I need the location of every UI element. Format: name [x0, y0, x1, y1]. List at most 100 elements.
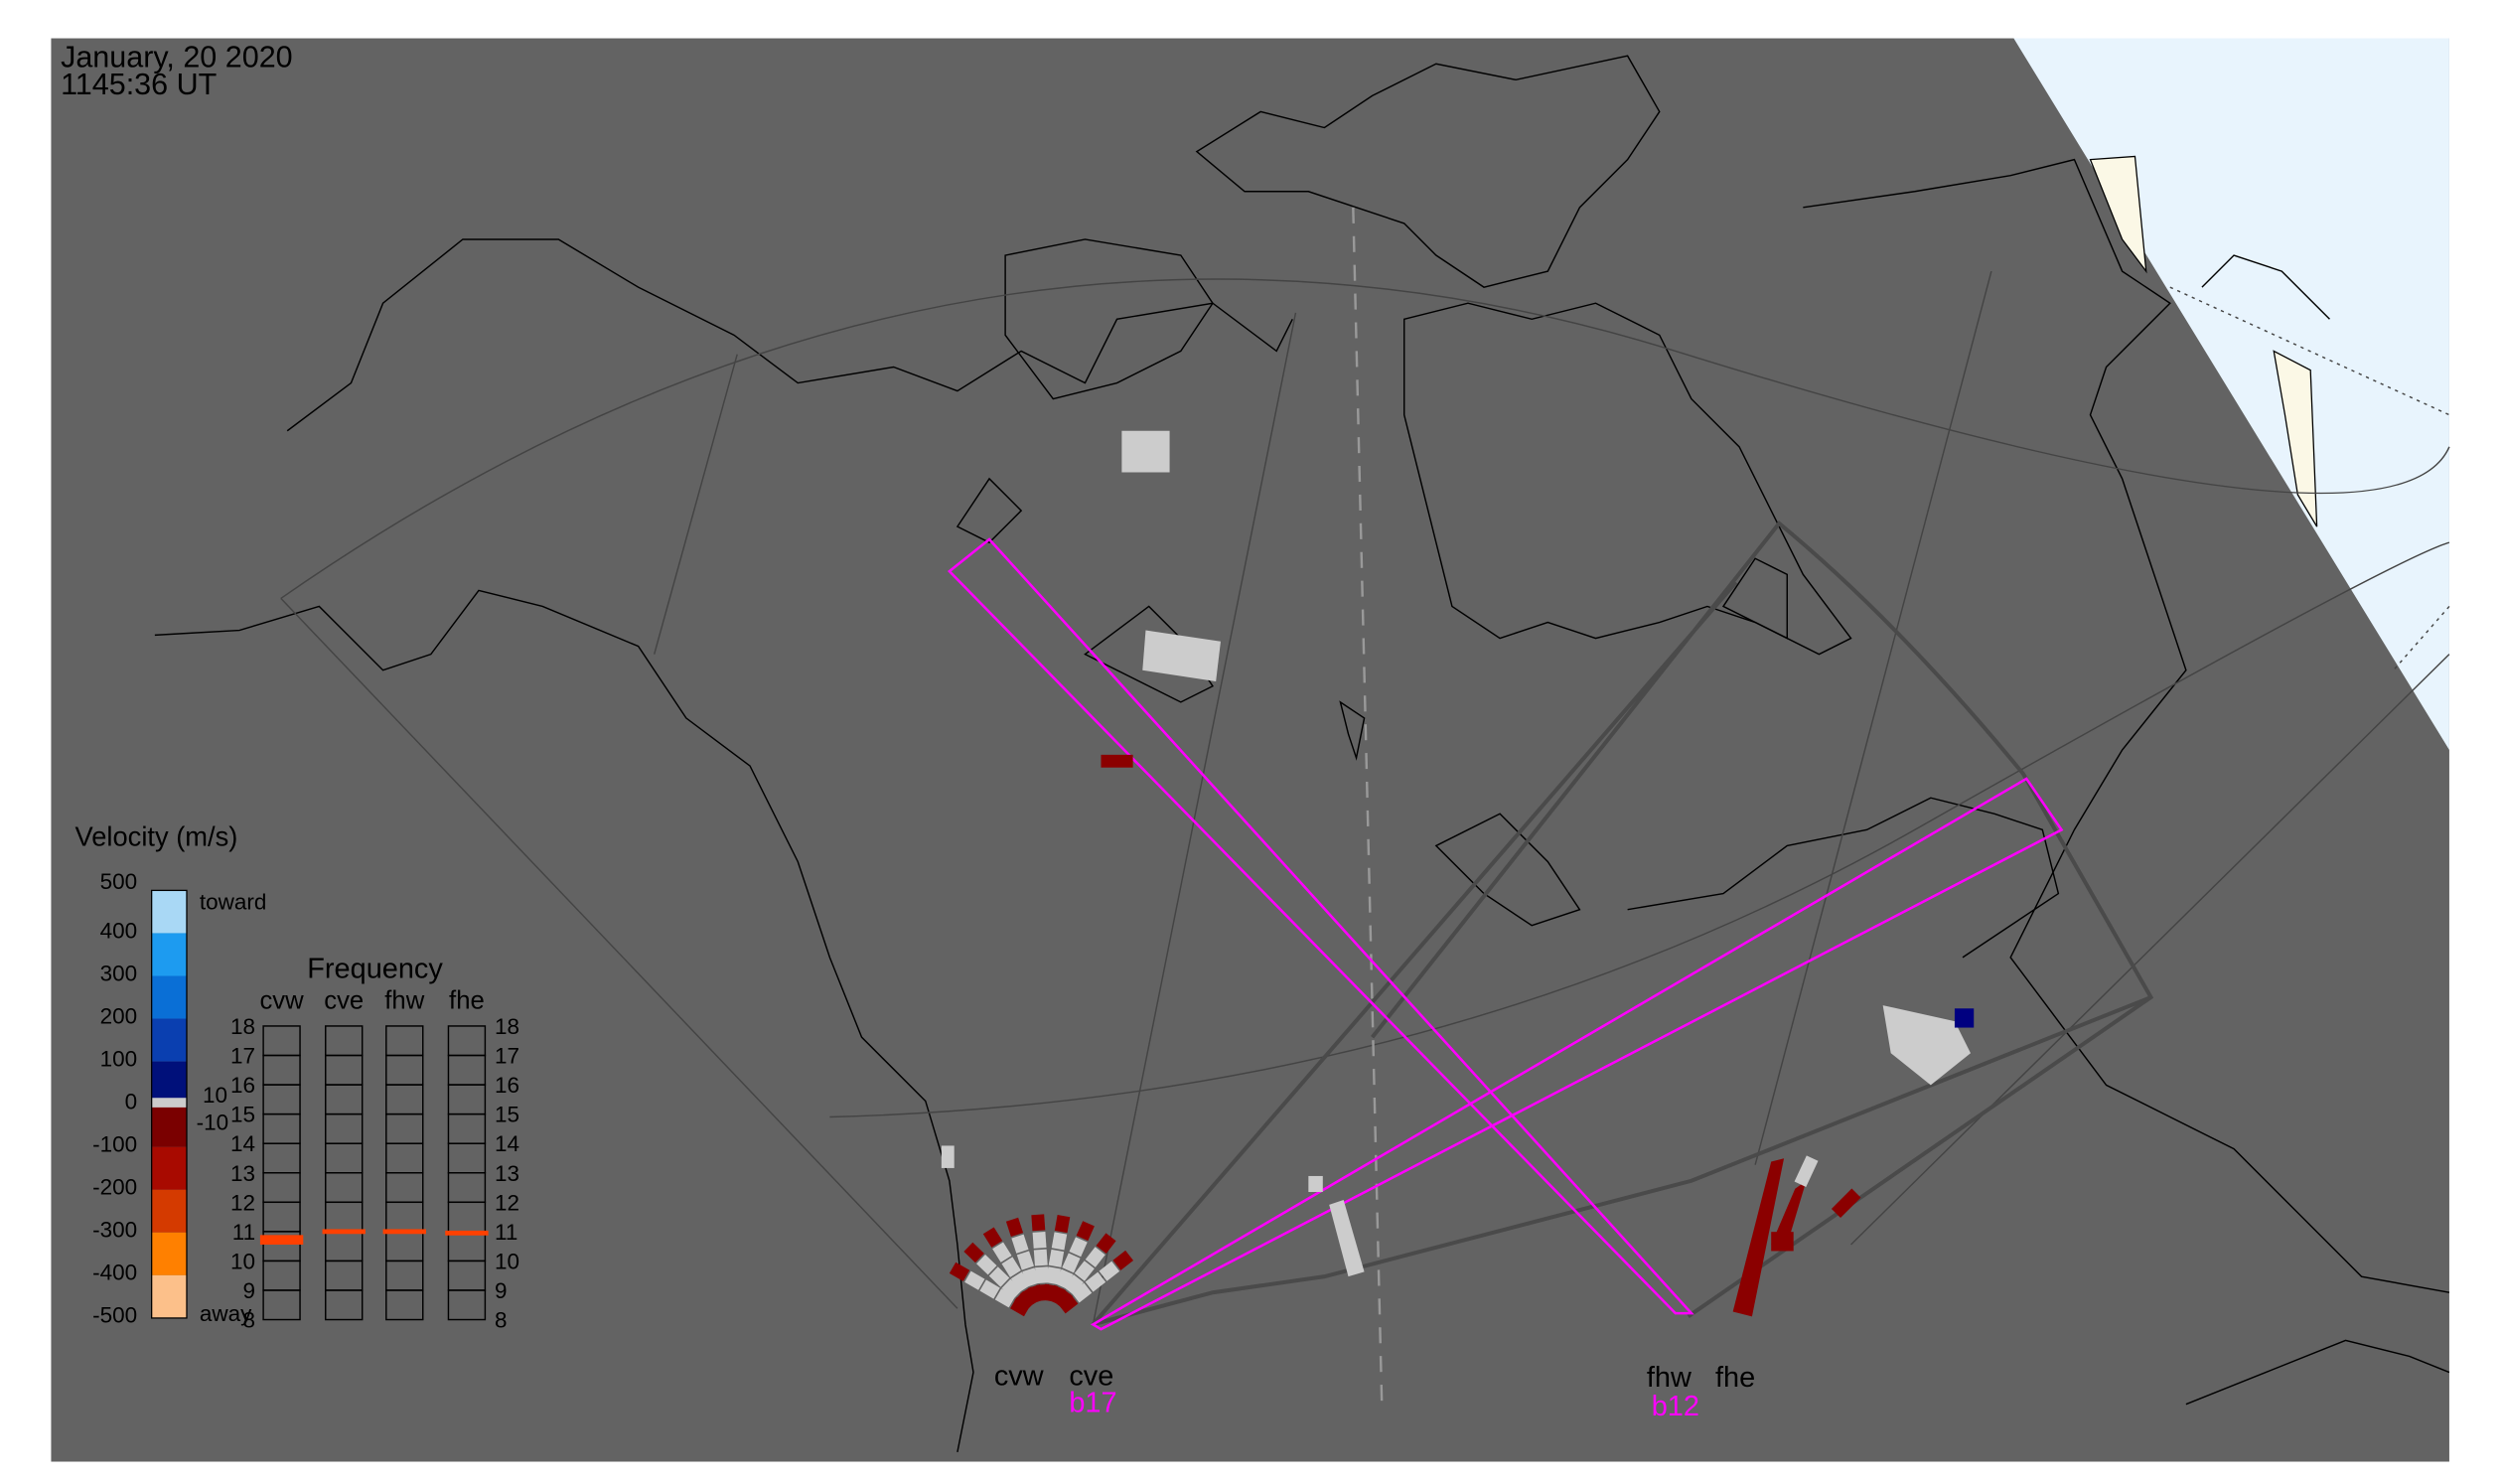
velocity-tick: 500 — [100, 869, 138, 894]
beam-b17 — [947, 537, 1694, 1315]
radar-label-cve: cve — [1069, 1360, 1113, 1392]
velocity-tick: -300 — [92, 1218, 137, 1243]
frequency-tick-right: 14 — [495, 1131, 519, 1156]
velocity-tick: 0 — [125, 1089, 138, 1113]
velocity-tick: -100 — [92, 1132, 137, 1157]
scatter-cell — [1069, 1237, 1088, 1258]
scatter-cell — [1035, 1266, 1049, 1284]
frequency-tick-left: 9 — [243, 1278, 256, 1303]
velocity-tick: 300 — [100, 961, 138, 985]
scatter-cells — [941, 430, 1975, 1317]
greenland-coast-day — [2089, 155, 2318, 527]
beam-label-b12: b12 — [1652, 1391, 1699, 1422]
frequency-tick-right: 15 — [495, 1103, 519, 1127]
frequency-column-label-cve: cve — [324, 986, 364, 1014]
gs-tick-neg: -10 — [197, 1110, 229, 1134]
frequency-tick-right: 16 — [495, 1073, 519, 1098]
ground-scatter-band — [151, 1098, 187, 1108]
frequency-title: Frequency — [307, 954, 443, 985]
date-label: January, 20 2020 — [61, 40, 293, 74]
beam-b12 — [1090, 777, 2064, 1331]
scatter-cell — [976, 1255, 997, 1275]
velocity-color-band — [151, 1061, 187, 1105]
scatter-cell — [1096, 1233, 1116, 1254]
velocity-tick: -400 — [92, 1261, 137, 1285]
frequency-tick-right: 18 — [495, 1014, 519, 1039]
radar-label-fhw: fhw — [1647, 1362, 1692, 1394]
scatter-cell — [1033, 1249, 1048, 1266]
scatter-cell — [1057, 1293, 1079, 1314]
scatter-cell — [1032, 1231, 1047, 1249]
frequency-column-label-cvw: cvw — [259, 986, 304, 1014]
frequency-tick-left: 17 — [230, 1044, 255, 1069]
frequency-cell — [325, 1289, 364, 1321]
scatter-cell — [1031, 1214, 1046, 1232]
frequency-tick-left: 12 — [230, 1190, 255, 1215]
frequency-tick-right: 13 — [495, 1161, 519, 1186]
scatter-cell — [1071, 1282, 1093, 1303]
frequency-tick-right: 11 — [495, 1220, 517, 1245]
frequency-tick-right: 9 — [495, 1278, 508, 1303]
frequency-tick-right: 8 — [495, 1308, 508, 1333]
frequency-marker-cve — [322, 1229, 366, 1235]
radar-labels: cvw cve b17 fhw fhe b12 — [994, 1360, 1755, 1422]
scatter-cell — [1074, 1261, 1095, 1281]
velocity-tick: -200 — [92, 1175, 137, 1200]
away-label: away — [200, 1301, 252, 1326]
scatter-cell — [1048, 1249, 1065, 1267]
scatter-cell — [979, 1279, 1000, 1299]
scatter-cell — [1099, 1261, 1120, 1281]
frequency-marker-fhe — [445, 1230, 489, 1236]
scatter-cell — [1005, 1217, 1024, 1238]
frequency-tick-left: 15 — [230, 1103, 255, 1127]
scatter-cell — [1010, 1297, 1031, 1317]
velocity-color-band — [151, 975, 187, 1019]
frequency-tick-left: 11 — [232, 1220, 255, 1245]
frequency-column-label-fhe: fhe — [449, 986, 485, 1014]
scatter-cell — [1054, 1215, 1071, 1234]
velocity-legend: Velocity (m/s) 5004003002001000-100-200-… — [75, 820, 267, 1327]
frequency-cell — [262, 1289, 301, 1321]
scatter-cell — [994, 1288, 1016, 1308]
frequency-cell — [385, 1289, 424, 1321]
beam-label-b17: b17 — [1069, 1388, 1116, 1419]
radar-label-cvw: cvw — [994, 1360, 1044, 1392]
scatter-cell — [964, 1270, 985, 1290]
fov-outlines — [1091, 520, 2154, 1327]
frequency-tick-left: 8 — [243, 1308, 256, 1333]
frequency-column-label-fhw: fhw — [384, 986, 424, 1014]
radar-label-fhe: fhe — [1715, 1362, 1755, 1394]
frequency-tick-right: 17 — [495, 1044, 519, 1069]
frequency-tick-left: 14 — [230, 1131, 255, 1156]
velocity-color-band — [151, 1274, 187, 1318]
grid-lines — [280, 270, 2450, 1325]
scatter-cell — [1051, 1232, 1068, 1251]
scatter-cell — [1085, 1247, 1105, 1267]
frequency-marker-fhw — [382, 1229, 426, 1235]
velocity-color-band — [151, 933, 187, 976]
velocity-tick: 100 — [100, 1046, 138, 1071]
velocity-tick: 400 — [100, 918, 138, 943]
scatter-cell — [1062, 1253, 1081, 1273]
scatter-cell — [949, 1261, 970, 1281]
scatter-cell — [1063, 1274, 1084, 1295]
velocity-color-band — [151, 890, 187, 934]
scatter-cell — [1022, 1267, 1040, 1287]
gs-tick-pos: 10 — [203, 1083, 227, 1108]
scatter-cell — [1016, 1251, 1035, 1270]
frequency-tick-left: 18 — [230, 1014, 255, 1039]
scatter-cell — [1010, 1271, 1031, 1292]
velocity-bar-frame — [151, 889, 188, 1319]
cvw-cve-scatter-fan — [949, 1214, 1134, 1317]
velocity-color-band — [151, 1146, 187, 1190]
scatter-cell — [992, 1242, 1012, 1262]
velocity-color-band — [151, 1232, 187, 1275]
frequency-tick-left: 16 — [230, 1073, 255, 1098]
toward-label: toward — [200, 890, 267, 915]
scatter-cell — [1011, 1234, 1029, 1254]
scatter-cell — [1076, 1221, 1095, 1242]
time-label: 1145:36 UT — [61, 68, 217, 101]
scatter-cell — [963, 1242, 984, 1263]
